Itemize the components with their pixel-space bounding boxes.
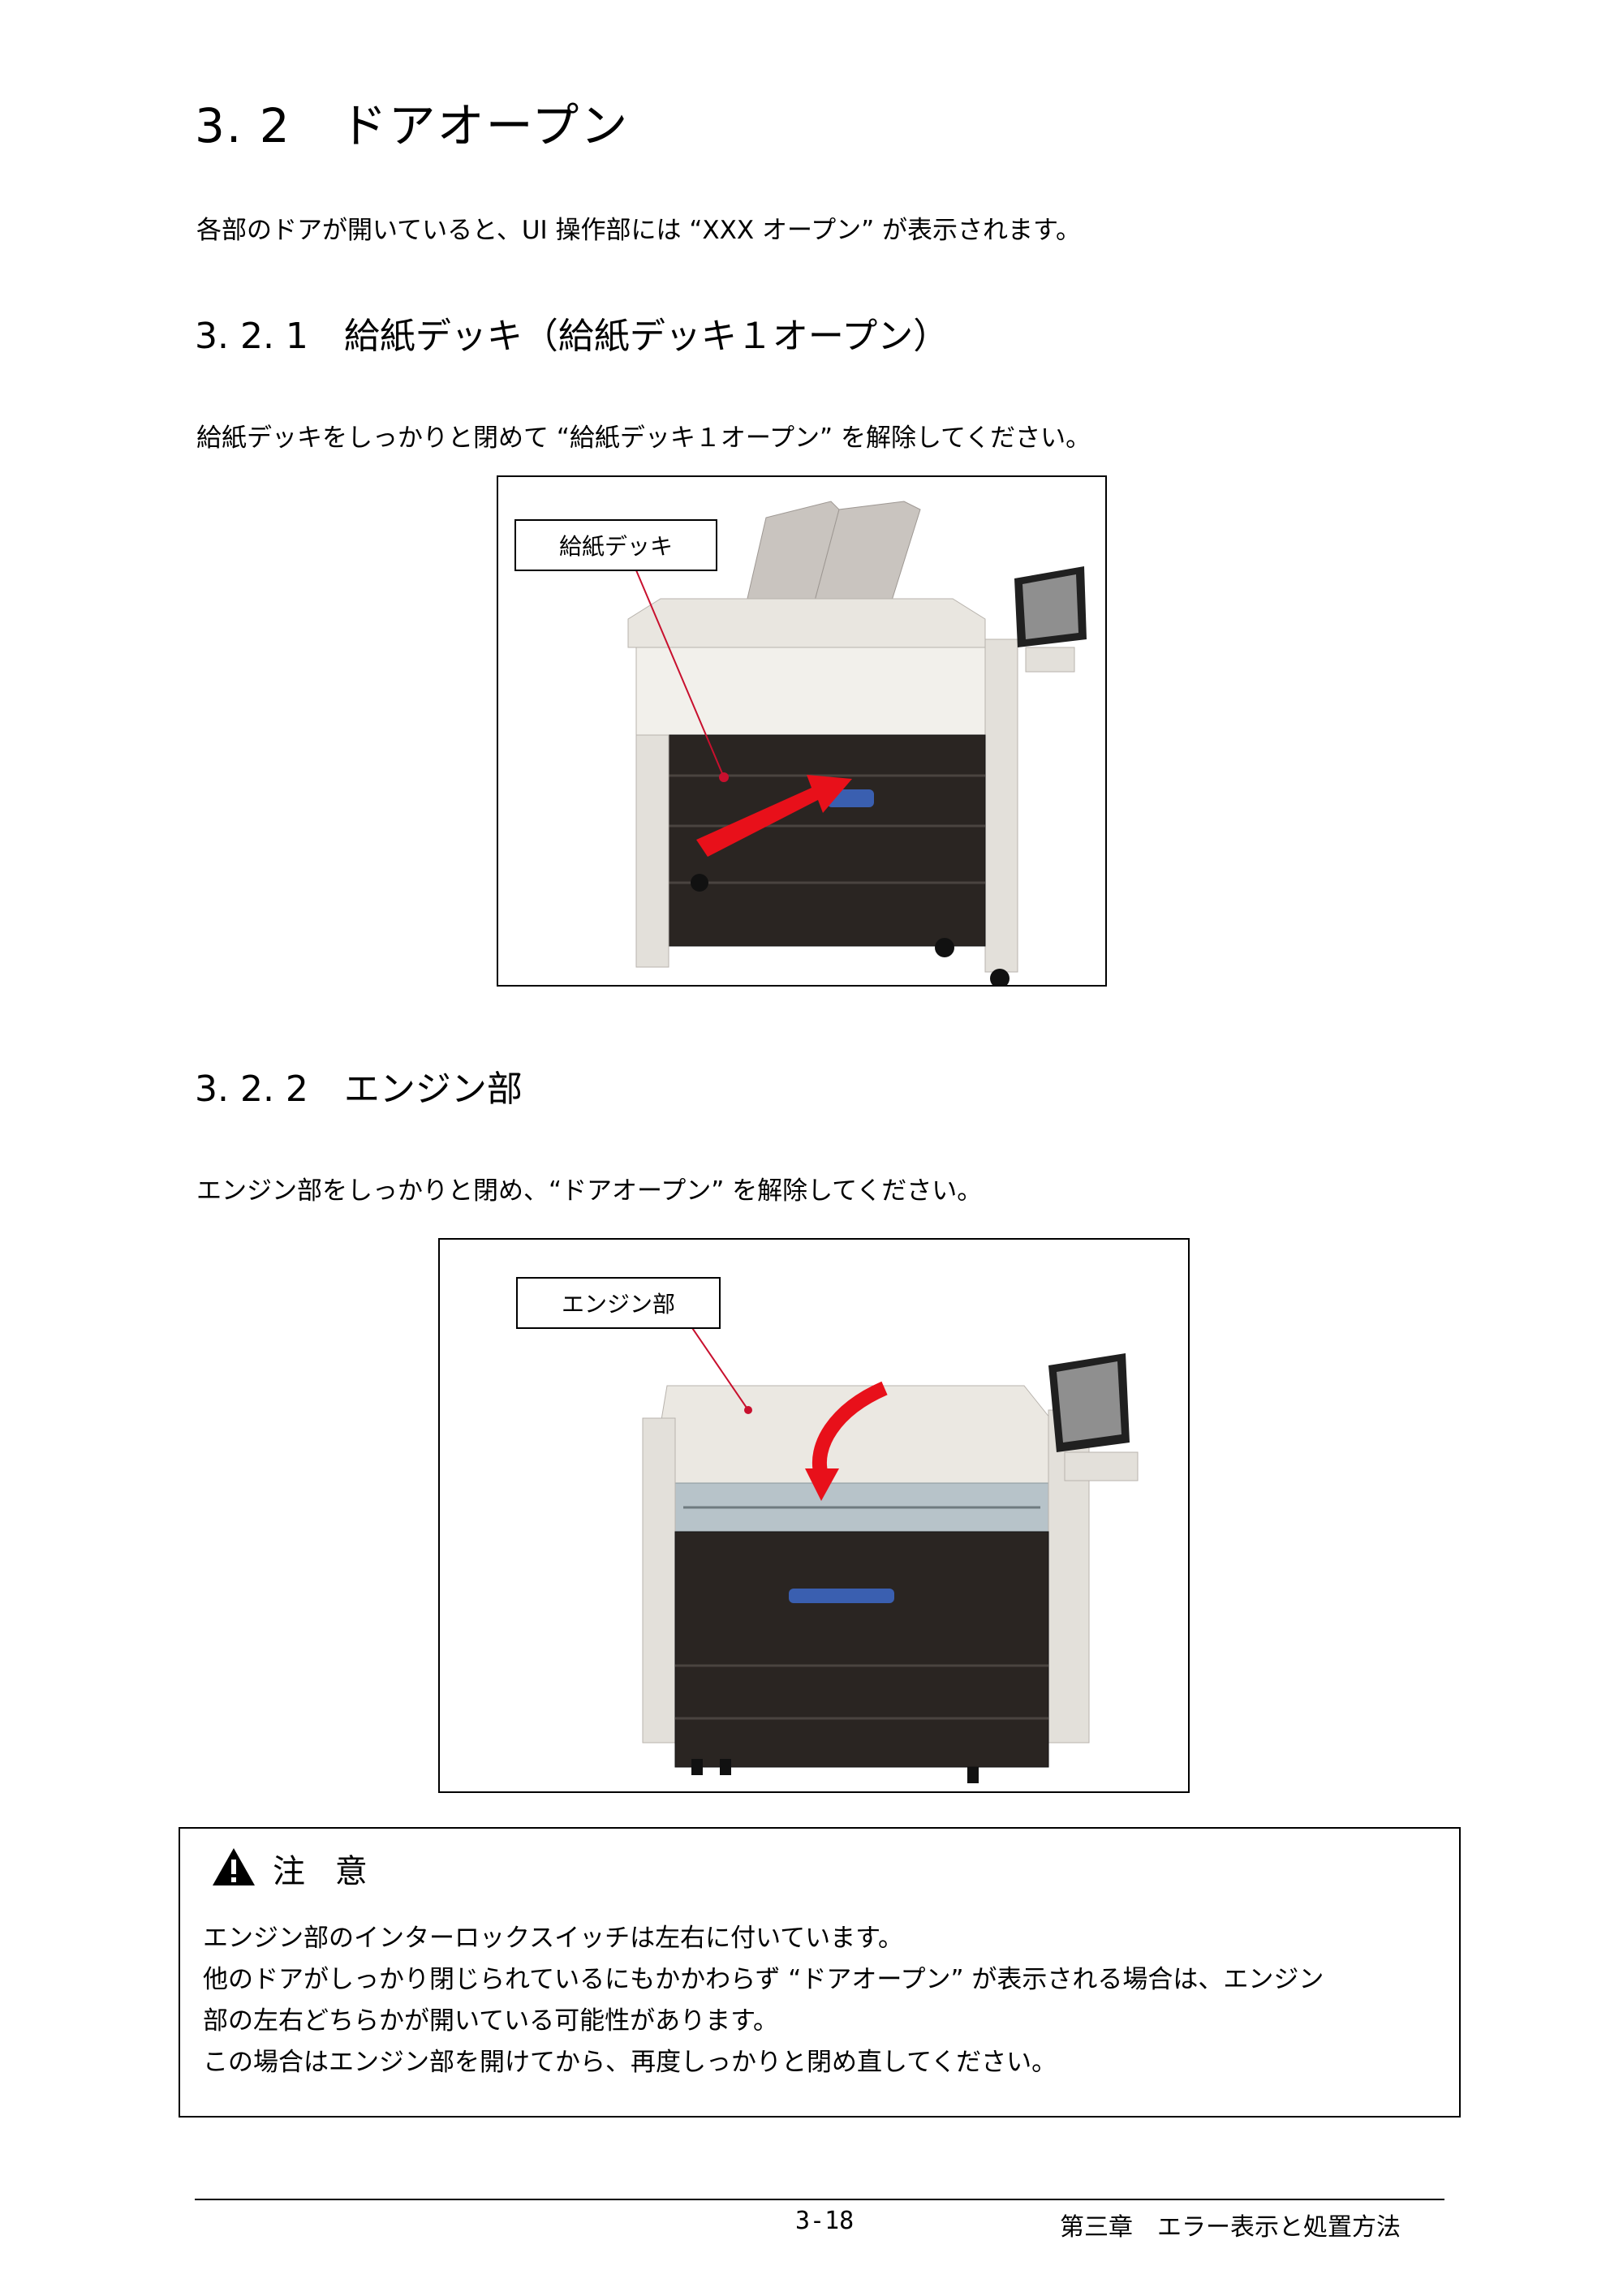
caution-line: エンジン部のインターロックスイッチは左右に付いています。 xyxy=(203,1924,904,1953)
caution-line: この場合はエンジン部を開けてから、再度しっかりと閉め直してください。 xyxy=(203,2048,1057,2077)
caution-line: 他のドアがしっかり閉じられているにもかかわらず “ドアオープン” が表示される場… xyxy=(203,1965,1324,1994)
page-title: 3. 2 ドアオープン xyxy=(195,98,630,153)
caution-box: 注 意 エンジン部のインターロックスイッチは左右に付いています。 他のドアがしっ… xyxy=(179,1827,1461,2118)
page-number: 3-18 xyxy=(795,2207,855,2235)
printer-photo-paper-deck xyxy=(498,477,1105,985)
caution-header: 注 意 xyxy=(211,1845,377,1892)
section-text-paper-deck: 給紙デッキをしっかりと閉めて “給紙デッキ１オープン” を解除してください。 xyxy=(196,424,1091,453)
caution-line: 部の左右どちらかが開いている可能性があります。 xyxy=(203,2006,778,2036)
callout-label-engine: エンジン部 xyxy=(516,1277,721,1329)
caution-title: 注 意 xyxy=(273,1853,377,1890)
figure-engine: エンジン部 xyxy=(438,1238,1190,1793)
intro-text: 各部のドアが開いていると、UI 操作部には “XXX オープン” が表示されます… xyxy=(196,216,1081,245)
callout-label-paper-deck: 給紙デッキ xyxy=(514,519,717,571)
footer-divider xyxy=(195,2199,1444,2200)
section-heading-engine: 3. 2. 2 エンジン部 xyxy=(195,1068,523,1110)
figure-paper-deck: 給紙デッキ xyxy=(497,475,1107,987)
chapter-title: 第三章 エラー表示と処置方法 xyxy=(1060,2213,1401,2242)
section-heading-paper-deck: 3. 2. 1 給紙デッキ（給紙デッキ１オープン） xyxy=(195,316,949,357)
printer-photo-engine xyxy=(440,1240,1188,1791)
section-text-engine: エンジン部をしっかりと閉め、“ドアオープン” を解除してください。 xyxy=(196,1176,983,1206)
caution-text: エンジン部のインターロックスイッチは左右に付いています。 他のドアがしっかり閉じ… xyxy=(203,1918,1324,2083)
warning-triangle-icon xyxy=(211,1847,256,1890)
